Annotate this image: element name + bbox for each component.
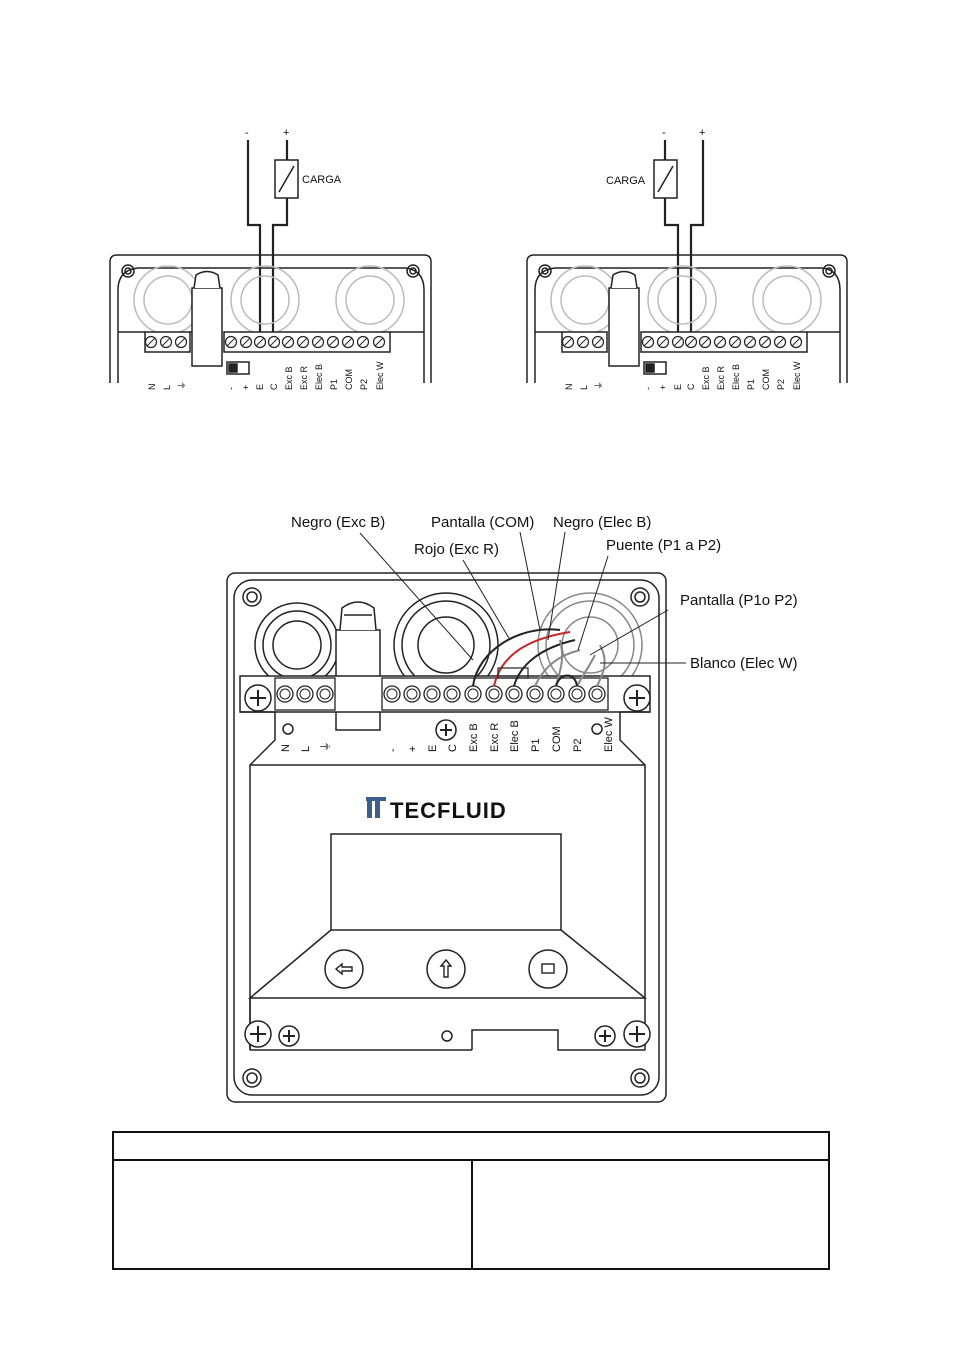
terminal-inner-main <box>279 688 603 700</box>
terminal-label: ⏚ <box>177 381 187 390</box>
callout-pantalla-com: Pantalla (COM) <box>431 514 534 531</box>
callout-blanco: Blanco (Elec W) <box>690 655 798 672</box>
terminal-label: P1 <box>746 379 756 390</box>
supply-plus-right: + <box>699 127 705 139</box>
terminal-label: C <box>447 744 459 752</box>
callout-rojo-exc-r: Rojo (Exc R) <box>414 541 499 558</box>
terminal-label: N <box>147 384 157 391</box>
terminal-label: L <box>162 385 172 390</box>
terminal-label: P2 <box>776 379 786 390</box>
terminal-label: + <box>658 385 668 390</box>
key-back-icon[interactable] <box>334 962 353 976</box>
terminal-label: + <box>241 385 251 390</box>
terminal-label: Elec B <box>314 364 324 390</box>
terminal-label: Elec W <box>375 361 385 390</box>
terminal-label: P1 <box>530 739 542 752</box>
callout-leaders <box>359 531 686 664</box>
terminal-label: C <box>686 383 696 390</box>
callout-negro-elec-b: Negro (Elec B) <box>553 514 651 531</box>
cable-wires <box>472 628 606 687</box>
terminal-label: COM <box>761 369 771 390</box>
screw-slots-left <box>146 337 384 347</box>
terminal-label: P2 <box>359 379 369 390</box>
supply-plus-left: + <box>283 127 289 139</box>
terminal-label: Exc B <box>284 366 294 390</box>
terminal-label: - <box>643 387 653 390</box>
big-screws <box>244 684 651 1048</box>
terminal-label: P2 <box>572 739 584 752</box>
table-header <box>114 1133 828 1161</box>
terminal-label: Exc B <box>468 723 480 752</box>
terminal-label: Elec B <box>509 720 521 752</box>
load-label-right: CARGA <box>606 175 646 187</box>
terminal-label: COM <box>344 369 354 390</box>
callout-negro-exc-b: Negro (Exc B) <box>291 514 385 531</box>
terminal-label: C <box>269 383 279 390</box>
terminal-label: Elec B <box>731 364 741 390</box>
key-icons <box>334 958 555 978</box>
terminal-label: ⏚ <box>594 381 604 390</box>
callout-pantalla-p1-p2: Pantalla (P1o P2) <box>680 592 798 609</box>
table-cell-left <box>114 1161 473 1268</box>
terminal-label: E <box>255 384 265 390</box>
terminal-label: Exc R <box>299 365 309 390</box>
logo-mark-icon <box>366 797 386 818</box>
terminal-label: L <box>300 746 312 752</box>
table-cell-right <box>473 1161 828 1268</box>
terminal-label: - <box>387 748 399 752</box>
terminal-label: ⏚ <box>319 741 332 752</box>
supply-minus-right: - <box>662 127 666 139</box>
terminal-label: E <box>427 745 439 752</box>
tecfluid-logo: TECFLUID <box>366 797 507 823</box>
big-screw-crosses <box>250 690 645 1042</box>
terminal-label: Elec W <box>603 717 615 752</box>
terminal-label: Exc R <box>489 723 501 752</box>
key-enter-icon[interactable] <box>541 963 555 974</box>
terminal-label: Exc R <box>716 365 726 390</box>
terminal-label: - <box>226 387 236 390</box>
logo-text: TECFLUID <box>390 798 507 823</box>
terminal-labels-main: N L ⏚ - + E C Exc B Exc R Elec B P1 COM … <box>280 717 615 752</box>
diagram-main-enclosure <box>226 572 667 1103</box>
terminal-label: N <box>564 384 574 391</box>
terminal-labels-right: N L ⏚ - + E C Exc B Exc R Elec B P1 COM … <box>564 361 802 390</box>
load-label-left: CARGA <box>302 174 342 186</box>
callout-puente: Puente (P1 a P2) <box>606 537 721 554</box>
terminal-labels-left: N L ⏚ - + E C Exc B Exc R Elec B P1 COM … <box>147 361 385 390</box>
terminal-label: + <box>407 746 419 752</box>
terminal-label: P1 <box>329 379 339 390</box>
terminal-label: Exc B <box>701 366 711 390</box>
terminal-label: L <box>579 385 589 390</box>
terminal-label: COM <box>551 726 563 752</box>
key-up-icon[interactable] <box>439 958 453 978</box>
info-table <box>112 1131 830 1270</box>
terminal-label: N <box>280 744 292 752</box>
screw-slots-right <box>563 337 801 347</box>
terminal-label: Elec W <box>792 361 802 390</box>
terminal-label: E <box>673 384 683 390</box>
supply-minus-left: - <box>245 127 249 139</box>
